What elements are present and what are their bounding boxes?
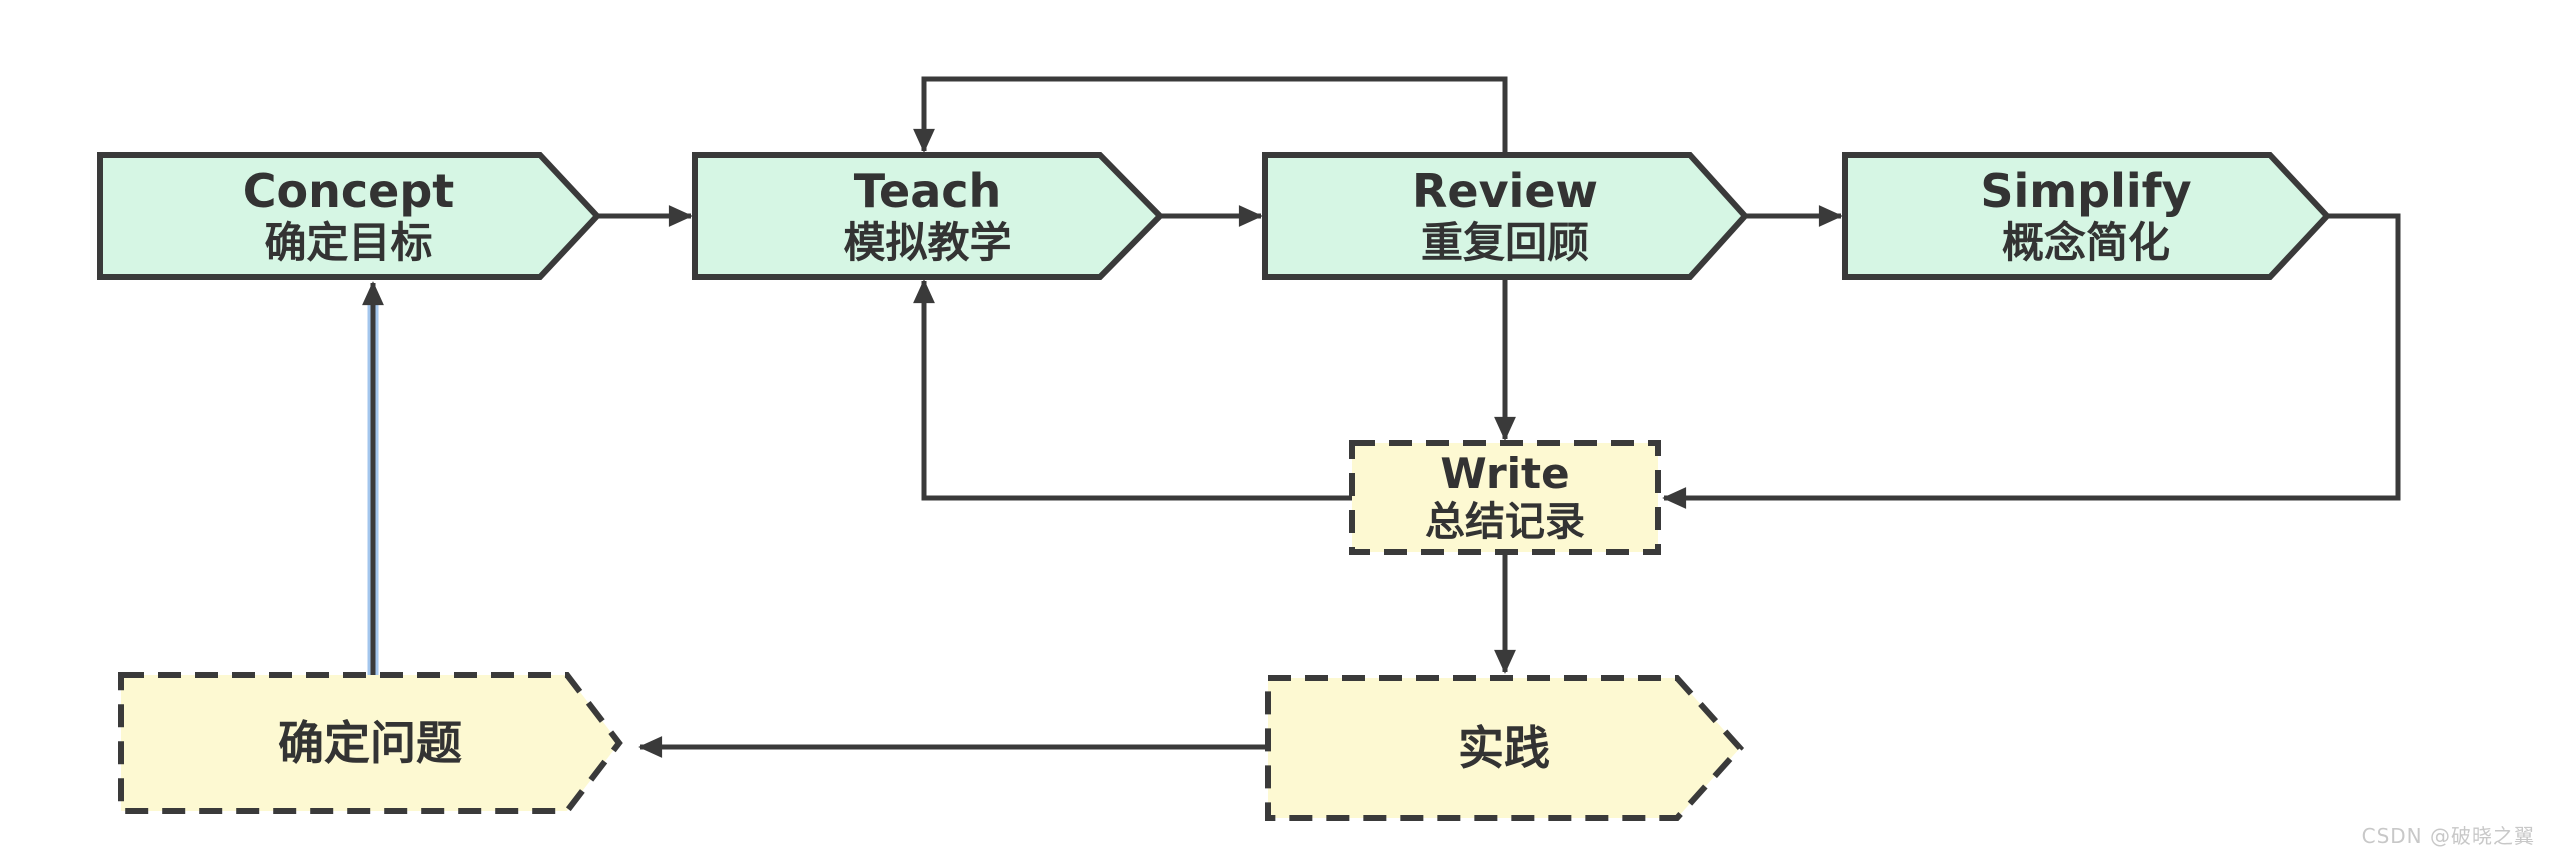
node-write-shape	[1349, 440, 1661, 555]
edge-review-to-teach-loop	[913, 76, 1508, 155]
edge-write-to-teach	[913, 279, 1352, 501]
node-practice-shape	[1265, 675, 1745, 821]
node-simplify-shape	[1842, 152, 2332, 280]
node-review-shape	[1262, 152, 1750, 280]
edge-simplify-to-write	[1662, 213, 2401, 509]
node-concept-shape	[97, 152, 602, 280]
csdn-watermark: CSDN @破晓之翼	[2361, 824, 2535, 848]
node-teach-shape	[692, 152, 1165, 280]
node-identify-problem-shape	[118, 672, 623, 814]
